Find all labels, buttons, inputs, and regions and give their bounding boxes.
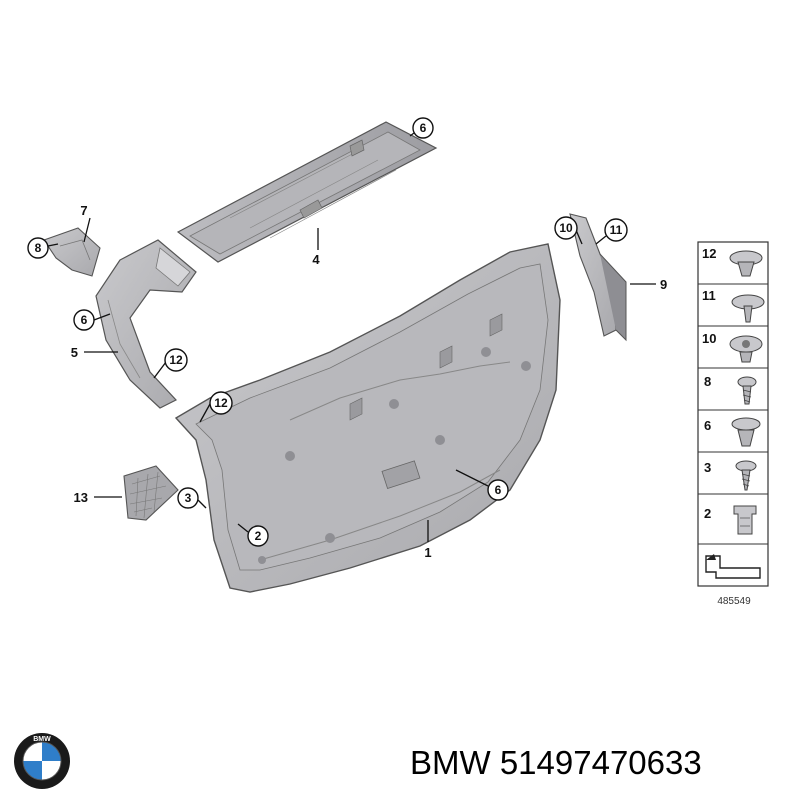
push-rivet-icon (729, 250, 763, 277)
callout-6-top: 6 (412, 117, 434, 139)
self-tapping-screw-icon (735, 460, 757, 491)
fastener-legend: 12 11 10 8 6 3 (697, 241, 769, 607)
spring-nut-icon (733, 505, 757, 535)
callout-label: 8 (35, 241, 42, 255)
legend-label: 6 (704, 418, 711, 433)
callout-10: 11 (604, 218, 628, 242)
part-left-pillar-trim (95, 239, 197, 409)
callout-label: 12 (169, 353, 183, 367)
screw-icon (737, 376, 757, 405)
brand-part-number: BMW 51497470633 (410, 738, 795, 788)
legend-label: 10 (702, 331, 716, 346)
callout-4: 4 (312, 252, 320, 267)
clip-icon (731, 294, 765, 323)
brand-name: BMW (410, 744, 491, 781)
callout-label: 12 (214, 396, 228, 410)
callout-label: 3 (185, 491, 192, 505)
part-side-bracket (43, 227, 101, 277)
expanding-nut-icon (729, 335, 763, 363)
callout-2: 2 (247, 525, 269, 547)
part-tailgate-main-panel (174, 243, 561, 593)
callout-11: 10 (554, 216, 578, 240)
part-right-trim (569, 213, 627, 342)
part-upper-trim-strip (176, 121, 438, 263)
logo-lettering: BMW (33, 736, 51, 743)
callout-5: 5 (71, 345, 78, 360)
legend-label: 11 (702, 288, 716, 303)
plastic-clip-icon (731, 417, 761, 447)
direction-arrow-icon (705, 554, 761, 579)
callout-label: 6 (420, 121, 427, 135)
callout-12-lower: 12 (209, 391, 233, 415)
callout-1: 1 (424, 545, 431, 560)
legend-label: 12 (702, 246, 716, 261)
bmw-logo: BMW (2, 730, 80, 792)
legend-label: 3 (704, 460, 711, 475)
callout-label: 11 (610, 223, 623, 237)
callout-12-upper: 12 (164, 348, 188, 372)
callout-8: 8 (27, 237, 49, 259)
callout-7: 7 (80, 203, 87, 218)
callout-label: 10 (559, 221, 573, 235)
callout-6-left: 6 (73, 309, 95, 331)
part-grille (123, 465, 179, 521)
callout-13: 13 (74, 490, 88, 505)
part-number: 51497470633 (499, 744, 702, 781)
legend-label: 8 (704, 374, 711, 389)
callout-6-right: 6 (487, 479, 509, 501)
callout-3: 3 (177, 487, 199, 509)
callout-label: 6 (495, 483, 502, 497)
callout-label: 2 (255, 529, 262, 543)
legend-label: 2 (704, 506, 711, 521)
callout-label: 6 (81, 313, 88, 327)
callout-9: 9 (660, 277, 667, 292)
diagram-code: 485549 (717, 596, 751, 607)
